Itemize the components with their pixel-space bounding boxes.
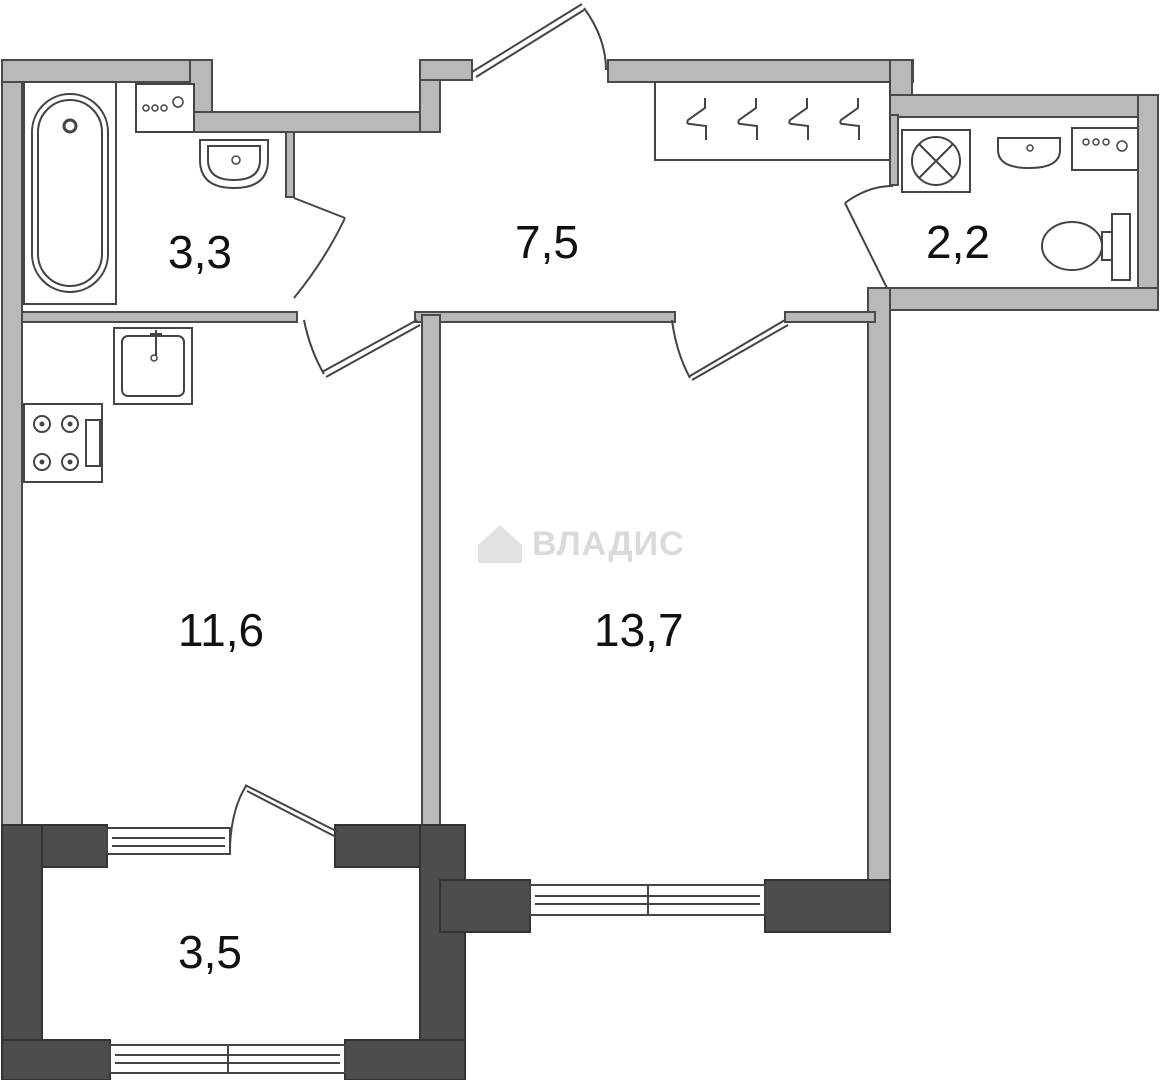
room-label-balcony: 3,5 <box>178 926 242 978</box>
room-labels: 3,3 7,5 2,2 11,6 13,7 3,5 <box>168 216 990 978</box>
wall-right-living <box>867 287 891 884</box>
exterior-walls <box>1 824 891 1080</box>
door-toilet <box>844 185 894 289</box>
wall-bottom-toilet <box>867 287 1159 311</box>
wardrobe <box>654 81 891 161</box>
door-living <box>671 319 789 381</box>
wall-balcony-bottom-left <box>1 1039 111 1080</box>
wall-living-bottom-right <box>764 879 891 933</box>
door-kitchen <box>303 319 421 378</box>
door-balcony <box>229 784 339 846</box>
room-label-kitchen: 11,6 <box>178 604 264 656</box>
stove-icon <box>23 403 103 483</box>
wall-left <box>1 59 23 826</box>
windows <box>106 827 766 1074</box>
watermark: ВЛАДИС <box>478 525 685 563</box>
walls <box>1 59 1159 884</box>
wall-top-entry-left <box>419 59 473 81</box>
kitchen-sink-icon <box>113 327 193 405</box>
wall-balcony-bottom-right <box>344 1039 466 1080</box>
room-label-hallway: 7,5 <box>515 216 579 268</box>
door-bathroom <box>293 197 346 299</box>
wall-right-toilet <box>1137 94 1159 296</box>
hanger-icon <box>737 98 758 140</box>
wall-hall-living-b <box>784 311 876 323</box>
house-logo-icon <box>478 525 522 563</box>
wall-hall-living-a <box>414 311 676 323</box>
bathroom-sink-icon <box>199 139 269 190</box>
window-balcony <box>109 1044 346 1074</box>
wall-balcony-right <box>419 824 466 1080</box>
bathtub <box>23 81 117 305</box>
window-living <box>529 884 766 916</box>
wall-living-bottom-left <box>439 879 531 933</box>
wall-bathroom-kitchen <box>21 311 298 323</box>
doors <box>229 3 894 846</box>
wall-top-entry-right <box>607 59 914 83</box>
wall-kitchen-living <box>421 314 441 828</box>
toilet-bowl-icon <box>1041 213 1131 281</box>
wall-top-hall-left <box>189 111 441 133</box>
wall-bathroom-hall <box>285 131 295 198</box>
wall-balcony-left <box>1 824 43 1080</box>
hanger-icon <box>788 98 809 140</box>
room-label-living-room: 13,7 <box>594 604 684 656</box>
wall-top-bathroom <box>1 59 213 83</box>
window-kitchen <box>106 827 231 855</box>
room-label-toilet: 2,2 <box>926 216 990 268</box>
room-label-bathroom: 3,3 <box>168 226 232 278</box>
ventilation-icon <box>901 129 971 193</box>
wall-hall-toilet <box>889 114 899 186</box>
toilet-sink-icon <box>997 137 1061 170</box>
watermark-text: ВЛАДИС <box>532 525 685 563</box>
water-heater-icon <box>1071 127 1139 171</box>
hanger-icon <box>839 98 860 140</box>
washing-machine-icon <box>135 83 195 133</box>
door-entrance <box>471 3 607 78</box>
hanger-icon <box>686 98 707 140</box>
wall-top-toilet <box>889 94 1159 118</box>
